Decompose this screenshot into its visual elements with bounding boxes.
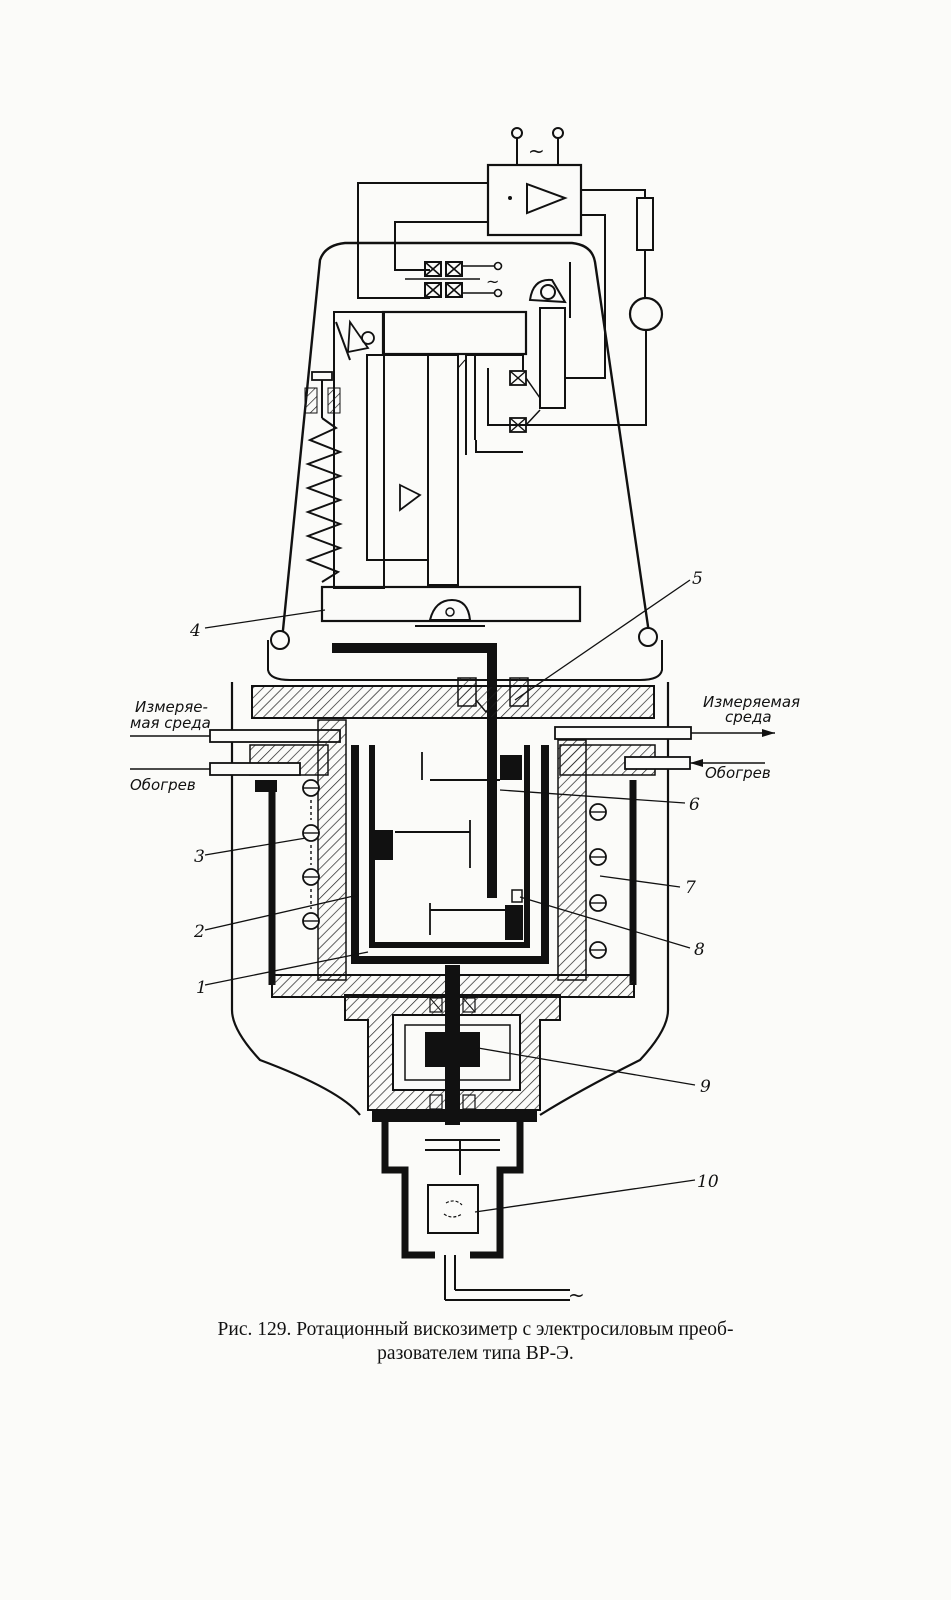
right-medium-label-2: среда [725,708,772,726]
spring [305,417,343,583]
label-3: 3 [194,847,205,867]
right-heating-label: Обогрев [705,764,771,782]
amplifier-box [486,163,583,237]
side-labels: Измеряе- мая среда Обогрев Измеряемая ср… [130,693,800,794]
caption-line-2: разователем типа ВР-Э. [377,1343,574,1365]
left-medium-label-2: мая среда [130,714,211,732]
ac-symbol-bottom: ~ [568,1283,585,1307]
right-medium-label-1: Измеряемая [703,693,800,711]
circuit-block: ~ ~ [357,127,664,426]
part-labels: 4 5 6 7 8 3 2 1 9 10 [189,569,719,1192]
ac-symbol-mid: ~ [486,272,499,291]
left-heating-label: Обогрев [130,776,196,794]
label-4: 4 [189,621,201,641]
caption-line-1: Рис. 129. Ротационный вискозиметр с элек… [217,1319,734,1340]
terminal-right [552,127,564,139]
inner-cup [369,745,530,948]
label-10: 10 [697,1172,719,1192]
motor [427,1184,479,1234]
heating-coils-left [302,779,320,930]
resistor [636,197,654,251]
label-9: 9 [700,1077,711,1097]
leader-lines [204,579,696,1213]
terminal-left [511,127,523,139]
heating-coils-right [589,803,607,959]
label-5: 5 [692,569,703,589]
upper-housing [267,241,663,898]
label-2: 2 [193,922,205,942]
ac-symbol-top: ~ [528,139,545,163]
label-7: 7 [685,878,696,898]
left-medium-label-1: Измеряе- [135,698,208,716]
amplifier-triangle-icon [526,182,568,215]
label-6: 6 [689,795,700,815]
label-1: 1 [196,978,207,998]
indicator-instrument [628,296,664,332]
lower-housing: ~ [130,677,775,1307]
outer-cup [351,745,549,964]
label-8: 8 [694,940,705,960]
figure-caption: Рис. 129. Ротационный вискозиметр с элек… [60,1318,891,1367]
